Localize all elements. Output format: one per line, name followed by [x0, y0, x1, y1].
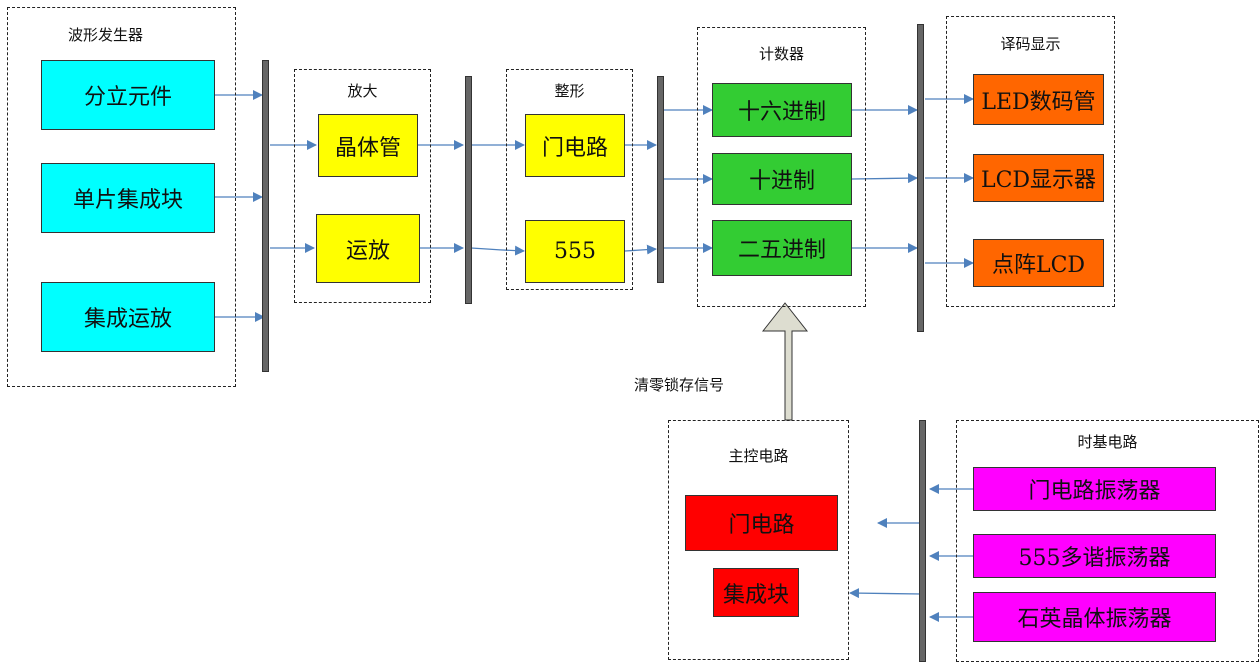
- group-title: 主控电路: [728, 447, 789, 465]
- group-title: 波形发生器: [68, 26, 144, 44]
- group-decode-display: 译码显示: [946, 16, 1115, 307]
- block-bi-quinary: 二五进制: [712, 220, 852, 276]
- group-title: 时基电路: [1077, 433, 1138, 451]
- block-single-chip-ic: 单片集成块: [41, 163, 215, 233]
- block-decimal: 十进制: [712, 153, 852, 205]
- wire: [470, 245, 525, 256]
- block-opamp: 运放: [316, 214, 420, 283]
- bus-4: [917, 24, 924, 332]
- wire: [624, 244, 657, 255]
- block-lcd-display: LCD显示器: [973, 154, 1104, 202]
- block-gate-circuit: 门电路: [525, 114, 625, 177]
- block-control-ic: 集成块: [713, 568, 799, 617]
- block-dot-matrix-lcd: 点阵LCD: [973, 239, 1104, 287]
- group-amplify: 放大: [294, 69, 431, 303]
- block-control-gate-circuit: 门电路: [685, 495, 838, 551]
- clear-latch-signal-label: 清零锁存信号: [634, 376, 725, 394]
- group-title: 译码显示: [1000, 35, 1061, 53]
- block-integrated-opamp: 集成运放: [41, 282, 215, 352]
- block-gate-oscillator: 门电路振荡器: [973, 467, 1216, 511]
- bus-3: [657, 76, 664, 283]
- wire: [849, 588, 923, 599]
- group-title: 放大: [347, 82, 378, 100]
- group-counter: 计数器: [697, 27, 866, 307]
- wire: [851, 173, 918, 184]
- bus-5: [919, 420, 926, 662]
- group-waveform-generator: 波形发生器: [7, 7, 236, 387]
- block-transistor: 晶体管: [318, 114, 418, 177]
- group-main-control: 主控电路: [668, 420, 849, 660]
- block-discrete-components: 分立元件: [41, 60, 215, 130]
- block-hexadecimal: 十六进制: [712, 83, 852, 137]
- block-led-display: LED数码管: [973, 74, 1104, 125]
- clear-latch-arrow: [761, 302, 809, 421]
- group-title: 计数器: [758, 45, 804, 63]
- block-555-multivibrator: 555多谐振荡器: [973, 534, 1216, 578]
- group-shaping: 整形: [506, 69, 633, 290]
- bus-1: [262, 60, 269, 372]
- block-crystal-oscillator: 石英晶体振荡器: [973, 592, 1216, 642]
- group-title: 整形: [554, 82, 585, 100]
- block-555: 555: [525, 220, 625, 283]
- bus-2: [465, 76, 472, 304]
